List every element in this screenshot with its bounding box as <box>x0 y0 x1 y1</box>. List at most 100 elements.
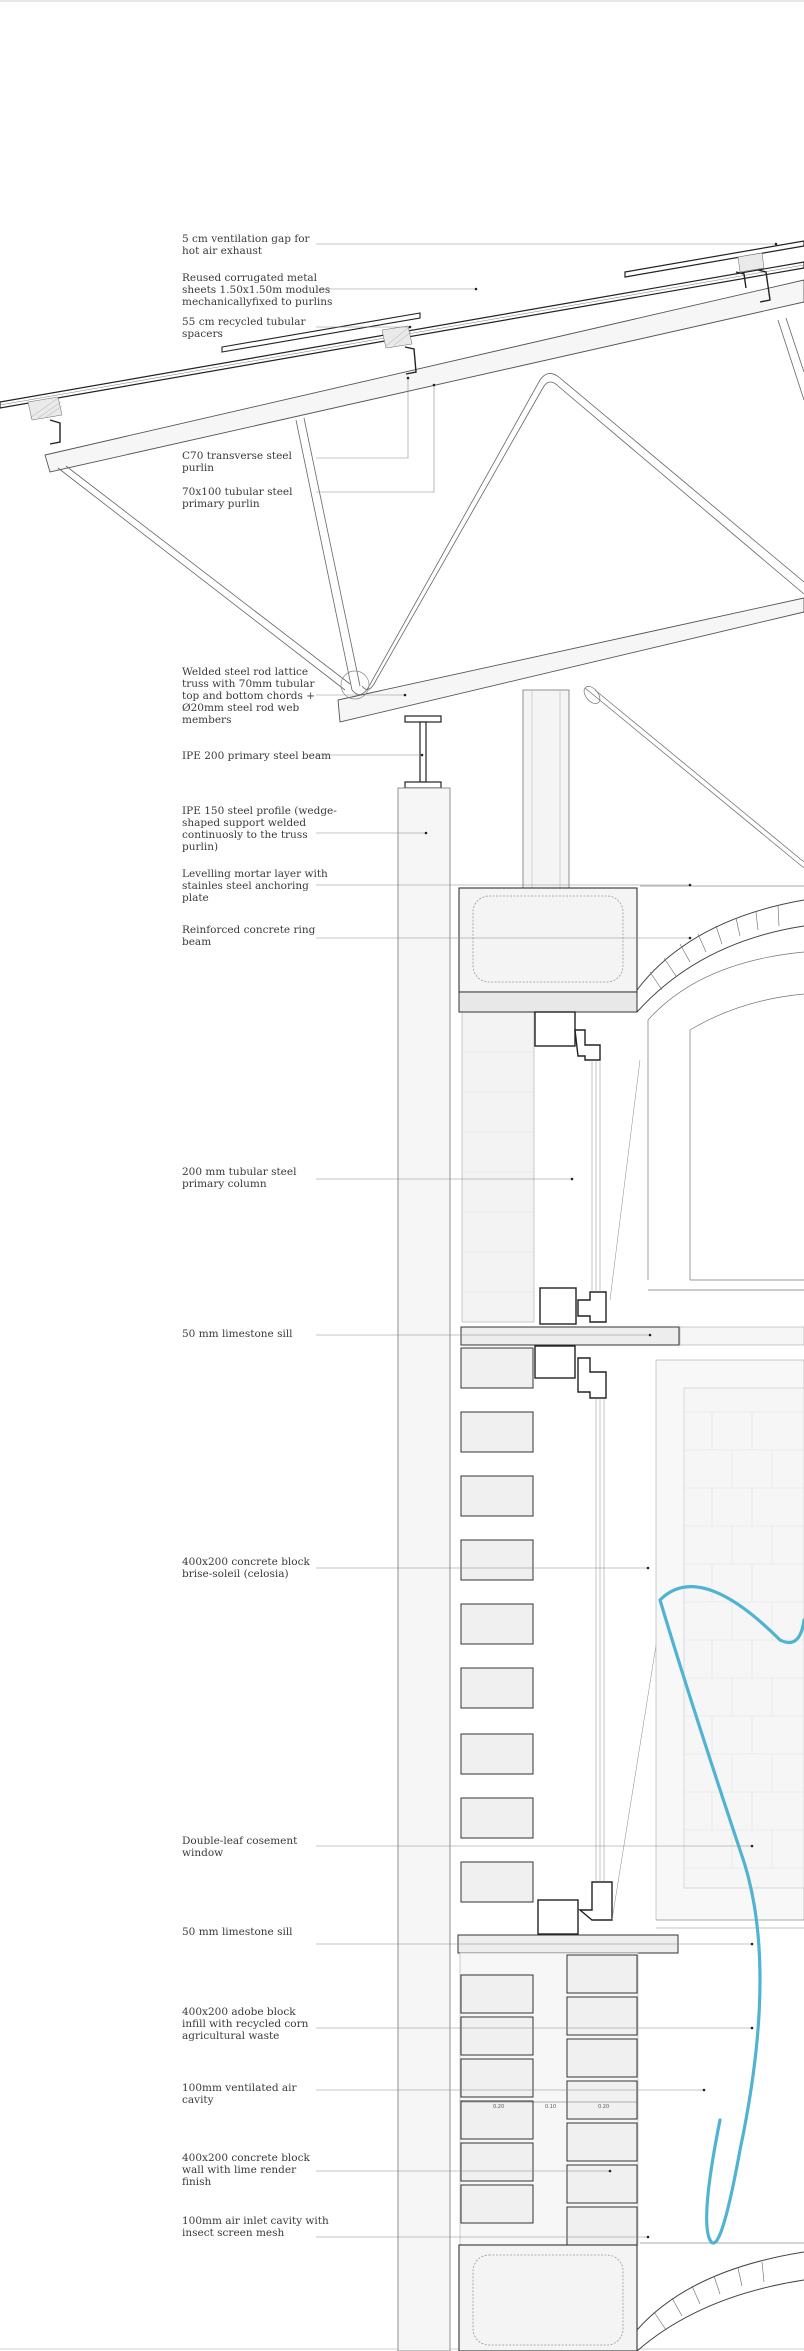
leader-dot-brise-soleil <box>646 1566 650 1570</box>
label-line: 400x200 adobe block <box>182 2006 296 2018</box>
truss-bottom-chord <box>337 597 804 723</box>
leader-c70-purlin <box>316 378 409 459</box>
leader-dot-vent-gap <box>774 242 778 246</box>
label-line: mechanicallyfixed to purlins <box>182 296 332 308</box>
sill-1 <box>460 1326 680 1346</box>
label-line: truss with 70mm tubular <box>182 678 315 690</box>
label-line: 5 cm ventilation gap for <box>182 233 311 245</box>
celosia-grid <box>684 1411 804 1869</box>
c-purlins <box>49 269 771 445</box>
label-line: brise-soleil (celosia) <box>182 1568 289 1580</box>
label-line: shaped support welded <box>182 817 306 829</box>
spacer-blocks <box>27 252 765 421</box>
leader-dot-ring-beam <box>688 936 692 940</box>
leader-dot-air-inlet <box>646 2235 650 2239</box>
casement-lower <box>534 1345 613 1935</box>
glass-lines-lower <box>595 1395 697 1921</box>
leader-dot-c70-purlin <box>406 376 410 380</box>
label-line: 100mm air inlet cavity with <box>182 2215 329 2227</box>
dim-0: 0.20 <box>493 2104 504 2110</box>
label-line: infill with recycled corn <box>182 2018 309 2030</box>
label-line: IPE 150 steel profile (wedge- <box>182 805 337 817</box>
leader-dot-ipe150 <box>424 831 428 835</box>
label-line: wall with lime render <box>182 2164 297 2176</box>
label-sill-1: 50 mm limestone sill <box>182 1328 293 1340</box>
label-line: 50 mm limestone sill <box>182 1328 293 1340</box>
label-line: purlin <box>182 462 214 474</box>
label-line: Levelling mortar layer with <box>182 868 328 880</box>
truss-web <box>57 317 804 700</box>
label-line: primary column <box>182 1178 267 1190</box>
ipe200-beam <box>404 715 442 789</box>
spacer-sheet <box>221 312 421 353</box>
leader-dot-sill-2 <box>750 1942 754 1946</box>
leader-primary-purlin <box>316 385 435 493</box>
label-line: 70x100 tubular steel <box>182 486 293 498</box>
label-line: 200 mm tubular steel <box>182 1166 297 1178</box>
label-line: 100mm ventilated air <box>182 2082 298 2094</box>
leader-dot-levelling-mortar <box>688 883 692 887</box>
leader-dot-adobe-infill <box>750 2026 754 2030</box>
label-line: cavity <box>182 2094 214 2106</box>
label-line: Welded steel rod lattice <box>182 666 308 678</box>
truss-top-chord <box>44 279 804 473</box>
leader-dot-lattice-truss <box>403 693 407 697</box>
label-line: Ø20mm steel rod web <box>182 702 300 714</box>
label-line: beam <box>182 936 211 948</box>
concrete-blocks <box>460 1347 534 1903</box>
label-line: C70 transverse steel <box>182 450 293 462</box>
label-line: hot air exhaust <box>182 245 263 257</box>
ring-beam-top <box>458 887 638 993</box>
label-line: 50 mm limestone sill <box>182 1926 293 1938</box>
left-pier <box>397 787 451 2351</box>
label-line: 400x200 concrete block <box>182 1556 310 1568</box>
leader-dot-sill-1 <box>648 1333 652 1337</box>
leader-dot-primary-purlin <box>432 383 436 387</box>
label-line: continuosly to the truss <box>182 829 308 841</box>
label-line: primary purlin <box>182 498 260 510</box>
label-line: IPE 200 primary steel beam <box>182 750 331 762</box>
label-line: agricultural waste <box>182 2030 279 2042</box>
brick-arch-top <box>636 899 804 1291</box>
leader-dot-spacers <box>408 325 412 329</box>
casement-upper <box>534 1011 607 1325</box>
leader-dot-metal-sheets <box>474 287 478 291</box>
label-line: insect screen mesh <box>182 2227 285 2239</box>
label-ipe150: IPE 150 steel profile (wedge-shaped supp… <box>182 805 337 853</box>
label-line: stainles steel anchoring <box>182 880 309 892</box>
section-linework <box>0 240 804 2351</box>
label-ipe200: IPE 200 primary steel beam <box>182 750 331 762</box>
label-line: Double-leaf cosement <box>182 1835 298 1847</box>
leader-dot-casement <box>750 1844 754 1848</box>
label-line: 400x200 concrete block <box>182 2152 310 2164</box>
label-line: spacers <box>182 328 223 340</box>
leader-dot-ventilated-cavity <box>702 2088 706 2092</box>
label-line: purlin) <box>182 841 218 853</box>
label-line: top and bottom chords + <box>182 690 315 702</box>
label-line: members <box>182 714 231 726</box>
adobe-blocks <box>460 1954 638 2246</box>
label-line: Reused corrugated metal <box>182 272 318 284</box>
glass-lines-upper <box>591 1059 641 1301</box>
leader-dot-concrete-wall <box>608 2169 612 2173</box>
label-sill-2: 50 mm limestone sill <box>182 1926 293 1938</box>
dim-2: 0.20 <box>598 2104 609 2110</box>
arch-voussoirs <box>649 905 780 991</box>
dimension-labels: 0.20 0.10 0.20 <box>493 2104 609 2110</box>
brick-arch-bottom <box>636 2251 804 2351</box>
